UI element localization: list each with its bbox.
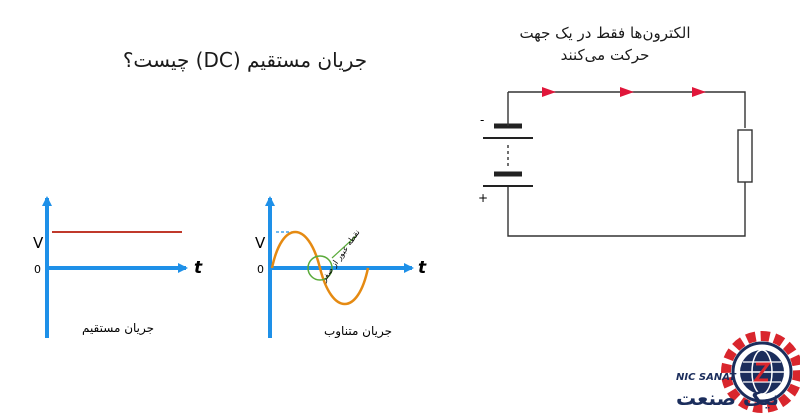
- ac-v-label: V: [255, 234, 266, 252]
- dc-caption: جریان مستقیم: [82, 321, 154, 336]
- gear-globe-icon: [721, 331, 800, 413]
- electron-arrow: [620, 87, 634, 97]
- page-title: جریان مستقیم (DC) چیست؟: [122, 48, 368, 72]
- logo-name-fa: نیک صنعت: [676, 386, 780, 410]
- dc-t-label: t: [194, 258, 203, 278]
- dc-v-label: V: [33, 234, 44, 252]
- dc-zero-label: 0: [34, 263, 41, 276]
- zero-crossing-note: نقطه عبور از صفر: [319, 228, 362, 284]
- battery-minus-label: -: [480, 113, 484, 127]
- electron-arrow: [542, 87, 556, 97]
- zero-crossing-marker: [307, 255, 333, 281]
- logo-name-en: NIC SANAT: [676, 372, 736, 383]
- ac-sine-wave: [270, 230, 370, 306]
- zero-crossing-pointer: [331, 235, 357, 259]
- ac-zero-label: 0: [257, 263, 264, 276]
- circuit-wire: [507, 91, 746, 237]
- electron-direction-note: الکترون‌ها فقط در یک جهت حرکت می‌کنند: [519, 24, 691, 64]
- resistor: [737, 129, 753, 183]
- dc-graph: V 0 t جریان مستقیم: [33, 196, 203, 338]
- ac-t-label: t: [418, 258, 427, 278]
- circuit: - +: [478, 87, 753, 237]
- ac-graph: نقطه عبور از صفر V 0 t جریان متناوب: [255, 196, 427, 339]
- battery-plus-label: +: [478, 191, 488, 205]
- ac-caption: جریان متناوب: [324, 324, 392, 339]
- electron-arrow: [692, 87, 706, 97]
